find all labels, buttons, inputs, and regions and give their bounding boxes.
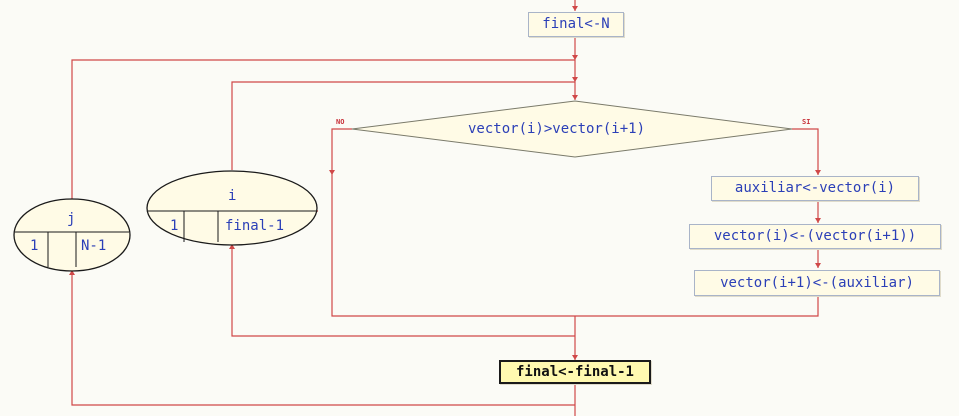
wire-outer-loop-return [71, 59, 575, 200]
update-final-box[interactable]: final<-final-1 [499, 360, 651, 384]
arrow-si-1 [815, 218, 821, 223]
arrow-no-branch [329, 170, 335, 175]
assign-vector-i-box[interactable]: vector(i)<-(vector(i+1)) [689, 224, 941, 249]
init-assignment-box[interactable]: final<-N [528, 12, 624, 37]
wire-no-branch [331, 128, 575, 317]
wire-inner-loop-exit [231, 244, 575, 337]
outer-loop-end: N-1 [81, 238, 107, 254]
decision-true-label: SI [802, 118, 811, 126]
wire-outer-loop-exit [71, 270, 575, 406]
assign-vector-i-text: vector(i)<-(vector(i+1)) [713, 228, 917, 244]
init-assignment-text: final<-N [542, 16, 610, 32]
wire-si-3 [575, 296, 819, 317]
inner-loop-var[interactable]: i [228, 188, 237, 204]
arrow-outer-return [572, 55, 578, 60]
arrow-inner-return [572, 77, 578, 82]
wire-inner-loop-return [231, 81, 575, 170]
inner-loop-start: 1 [170, 218, 179, 234]
outer-loop-divider-lines [15, 231, 129, 267]
arrow-si-branch [815, 170, 821, 175]
inner-loop-end: final-1 [225, 218, 285, 234]
outer-loop-shape [13, 198, 131, 272]
outer-loop-start: 1 [30, 238, 39, 254]
update-final-text: final<-final-1 [515, 364, 634, 380]
arrow-si-2 [815, 263, 821, 268]
assign-auxiliar-text: auxiliar<-vector(i) [734, 180, 896, 196]
outer-loop-var[interactable]: j [67, 211, 76, 227]
arrow-merge [572, 355, 578, 360]
arrow-inner-exit [229, 244, 235, 249]
inner-loop-shape [146, 170, 318, 246]
wire-si-branch [792, 128, 819, 175]
inner-loop-divider-lines [148, 210, 316, 242]
arrow-outer-exit [69, 270, 75, 275]
decision-false-label: NO [336, 118, 345, 126]
decision-diamond [351, 100, 793, 158]
assign-vector-i1-box[interactable]: vector(i+1)<-(auxiliar) [694, 270, 940, 296]
decision-condition[interactable]: vector(i)>vector(i+1) [468, 121, 646, 137]
assign-vector-i1-text: vector(i+1)<-(auxiliar) [720, 275, 914, 291]
arrow-into-init [572, 6, 578, 11]
assign-auxiliar-box[interactable]: auxiliar<-vector(i) [711, 176, 919, 201]
arrow-into-decision [572, 95, 578, 100]
